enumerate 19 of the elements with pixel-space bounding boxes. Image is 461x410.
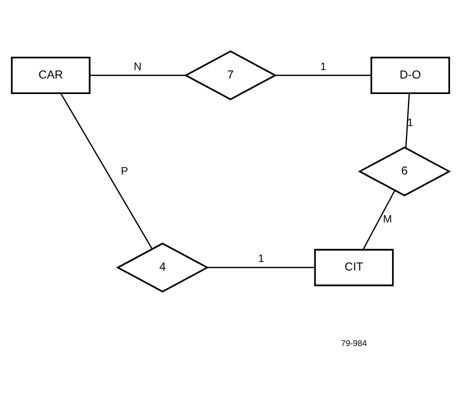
label: 79-984	[341, 338, 367, 348]
connector	[60, 93, 153, 250]
connector	[275, 74, 372, 76]
node-box: D-O	[370, 56, 450, 94]
connector	[90, 74, 186, 76]
node-diamond: 6	[358, 146, 451, 196]
connector	[362, 190, 396, 250]
edge-label: 1	[320, 60, 326, 73]
node-box: CIT	[314, 248, 394, 286]
node-diamond: 4	[116, 242, 210, 293]
edge-label: M	[383, 213, 392, 226]
edge-label: 1	[258, 253, 264, 266]
connector	[405, 93, 410, 148]
edge-label: P	[120, 165, 128, 178]
node-diamond: 7	[184, 50, 277, 100]
connector	[207, 266, 315, 268]
node-box: CAR	[10, 56, 90, 94]
edge-label: 1	[407, 117, 414, 130]
edge-label: N	[134, 60, 142, 73]
